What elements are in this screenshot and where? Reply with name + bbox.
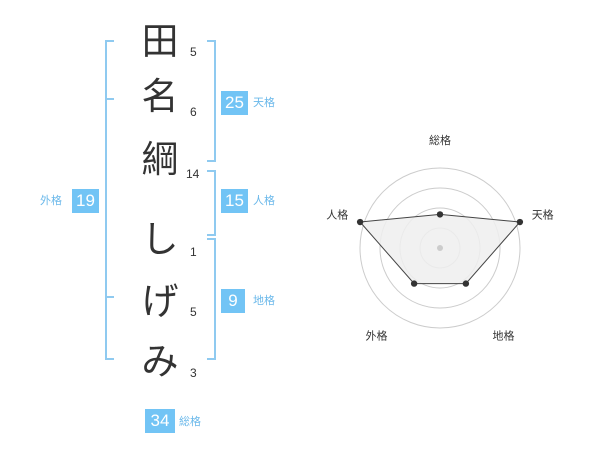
gaikaku-bracket xyxy=(105,40,114,360)
gaikaku-bracket-tick-lower xyxy=(107,296,114,298)
chikaku-label: 地格 xyxy=(253,294,275,307)
radar-data-points xyxy=(356,211,524,287)
stroke-count-1: 5 xyxy=(190,45,197,59)
tenkaku-value-badge: 25 xyxy=(221,91,248,115)
stroke-count-5: 5 xyxy=(190,305,197,319)
stroke-count-3: 14 xyxy=(186,167,200,181)
radar-axis-label-4: 外格 xyxy=(366,328,388,342)
radar-point-4 xyxy=(410,280,418,287)
radar-point-2 xyxy=(516,218,524,226)
soukaku-value-badge: 34 xyxy=(145,409,175,433)
chikaku-bracket xyxy=(207,238,216,360)
radar-axis-label-1: 総格 xyxy=(429,133,451,147)
radar-point-3 xyxy=(462,280,470,287)
stroke-count-4: 1 xyxy=(190,245,197,259)
stroke-count-6: 3 xyxy=(190,366,197,380)
tenkaku-label: 天格 xyxy=(253,96,275,109)
chikaku-value-badge: 9 xyxy=(221,289,245,313)
name-char-1: 田 xyxy=(141,20,179,63)
radar-axis-label-2: 天格 xyxy=(532,208,554,222)
soukaku-label: 総格 xyxy=(179,415,201,428)
gaikaku-label: 外格 xyxy=(40,194,62,207)
radar-axis-label-5: 人格 xyxy=(326,208,348,222)
jinkaku-bracket xyxy=(207,170,216,236)
jinkaku-value-badge: 15 xyxy=(221,189,248,213)
stroke-count-2: 6 xyxy=(190,105,197,119)
gaikaku-value-badge: 19 xyxy=(72,189,99,213)
name-char-5: げ xyxy=(141,280,179,323)
jinkaku-label: 人格 xyxy=(253,194,275,207)
gaikaku-bracket-tick-upper xyxy=(107,98,114,100)
name-char-6: み xyxy=(141,340,179,383)
name-char-2: 名 xyxy=(141,75,179,118)
radar-ring-3 xyxy=(379,187,501,309)
radar-point-5 xyxy=(356,218,364,226)
radar-center-dot xyxy=(437,245,443,251)
radar-axis-label-3: 地格 xyxy=(493,328,515,342)
radar-ring-4 xyxy=(359,167,521,329)
radar-point-1 xyxy=(436,211,444,218)
name-char-3: 綱 xyxy=(141,138,179,181)
tenkaku-bracket xyxy=(207,40,216,162)
name-char-4: し xyxy=(141,218,179,261)
